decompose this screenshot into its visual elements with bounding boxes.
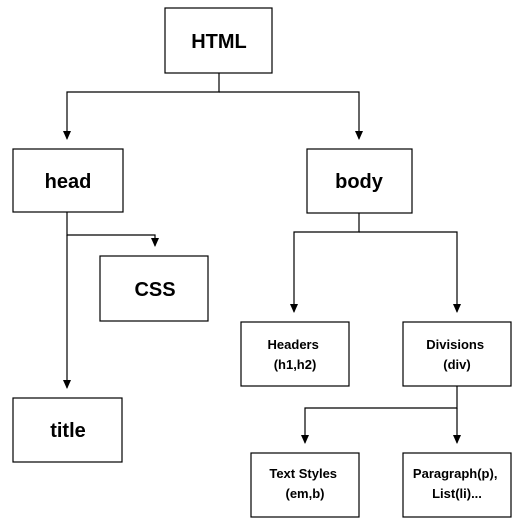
edge-head-css — [66, 212, 159, 247]
svg-text:Divisions (div): Divisions (div) — [426, 337, 487, 372]
node-body-label: body — [335, 171, 384, 193]
edge-body-divisions — [359, 231, 461, 313]
svg-text:Paragraph(p), List(li)..: Paragraph(p), List(li)... — [413, 466, 501, 501]
node-html: HTML — [164, 7, 273, 74]
node-paragraph: Paragraph(p), List(li)... — [402, 452, 512, 518]
node-paragraph-line-2: List(li)... — [432, 486, 482, 501]
node-title: title — [12, 397, 123, 463]
node-divisions: Divisions (div) — [402, 321, 512, 387]
node-text-styles-line-1: Text Styles — [269, 466, 337, 481]
svg-text:body: body — [335, 171, 384, 193]
node-head-label: head — [45, 171, 92, 193]
node-headers-line-1: Headers — [268, 337, 319, 352]
node-divisions-line-1: Divisions — [426, 337, 484, 352]
edge-divisions-text-styles — [301, 386, 458, 444]
node-headers: Headers (h1,h2) — [240, 321, 350, 387]
node-text-styles-line-2: (em,b) — [286, 486, 325, 501]
edge-html-body — [219, 91, 363, 140]
svg-text:title: title — [50, 420, 86, 442]
node-title-label: title — [50, 420, 86, 442]
edge-html-head — [63, 73, 220, 140]
svg-text:HTML: HTML — [191, 31, 247, 53]
node-text-styles: Text Styles (em,b) — [250, 452, 360, 518]
node-paragraph-line-1: Paragraph(p), — [413, 466, 498, 481]
edge-body-headers — [290, 213, 360, 313]
svg-text:Headers (h1,h2): Headers (h1,h2) — [268, 337, 323, 372]
node-css: CSS — [99, 255, 209, 322]
connectors — [63, 73, 461, 444]
node-css-label: CSS — [134, 279, 175, 301]
svg-text:head: head — [45, 171, 92, 193]
node-html-label: HTML — [191, 31, 247, 53]
node-head: head — [12, 148, 124, 213]
node-body: body — [306, 148, 413, 214]
node-divisions-line-2: (div) — [443, 357, 470, 372]
node-headers-line-2: (h1,h2) — [274, 357, 317, 372]
svg-text:CSS: CSS — [134, 279, 175, 301]
svg-text:Text Styles (em,b): Text Styles (em,b) — [269, 466, 340, 501]
